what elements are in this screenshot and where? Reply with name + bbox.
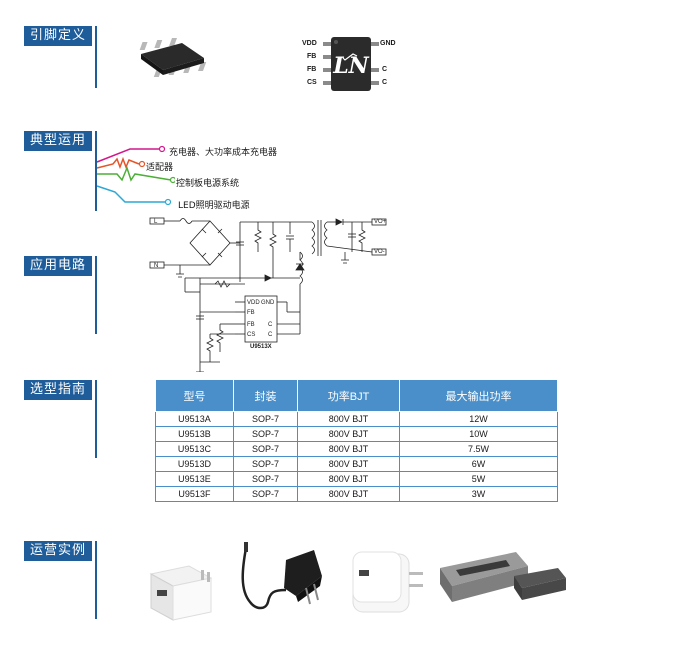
selection-table: 型号 封装 功率BJT 最大输出功率 U9513A SOP-7 800V BJT… <box>155 379 558 502</box>
circuit-n-label: N <box>154 263 158 269</box>
pin-c-label: C <box>382 79 388 86</box>
section-pin-definition: 引脚定义 <box>24 26 93 46</box>
circuit-ic-c: C <box>268 332 273 338</box>
circuit-l-label: L <box>154 219 158 225</box>
table-cell: SOP-7 <box>232 426 299 442</box>
table-cell: 800V BJT <box>297 441 401 457</box>
table-row: U9513E SOP-7 800V BJT 5W <box>155 471 558 487</box>
table-cell: U9513D <box>155 456 234 472</box>
table-cell: U9513B <box>155 426 234 442</box>
column-header: 功率BJT <box>297 379 401 412</box>
section-application-circuit: 应用电路 <box>24 256 93 276</box>
wall-adapter-image <box>241 542 322 610</box>
table-header-row: 型号 封装 功率BJT 最大输出功率 <box>155 379 558 412</box>
table-cell: 10W <box>399 426 558 442</box>
table-cell: SOP-7 <box>232 411 299 427</box>
table-cell: 800V BJT <box>297 486 401 502</box>
pin-fb-label: FB <box>307 66 317 73</box>
pin-c-label: C <box>382 66 388 73</box>
application-item: 适配器 <box>146 163 174 173</box>
circuit-ic-fb: FB <box>247 322 255 328</box>
circuit-ic-c: C <box>268 322 273 328</box>
table-row: U9513F SOP-7 800V BJT 3W <box>155 486 558 502</box>
table-cell: SOP-7 <box>232 456 299 472</box>
table-row: U9513C SOP-7 800V BJT 7.5W <box>155 441 558 457</box>
usb-power-adapter-image <box>352 551 423 613</box>
table-cell: SOP-7 <box>232 441 299 457</box>
table-cell: U9513F <box>155 486 234 502</box>
section-divider <box>95 131 97 211</box>
application-circuit-diagram: L N VO+ VO- VDD FB FB CS GND C C U9513X <box>149 217 387 372</box>
table-cell: SOP-7 <box>232 486 299 502</box>
section-divider <box>95 26 97 88</box>
table-row: U9513B SOP-7 800V BJT 10W <box>155 426 558 442</box>
column-header: 型号 <box>155 379 234 412</box>
circuit-ic-fb: FB <box>247 310 255 316</box>
pin-gnd-label: GND <box>380 40 396 47</box>
section-typical-application: 典型运用 <box>24 131 93 151</box>
table-cell: 800V BJT <box>297 456 401 472</box>
circuit-vo-plus-label: VO+ <box>374 219 387 225</box>
chip-pinout-diagram: LN <box>323 37 379 91</box>
column-header: 最大输出功率 <box>399 379 558 412</box>
circuit-chip-name: U9513X <box>250 344 272 350</box>
table-cell: U9513C <box>155 441 234 457</box>
table-cell: 12W <box>399 411 558 427</box>
table-cell: SOP-7 <box>232 471 299 487</box>
circuit-ic-cs: CS <box>247 332 255 338</box>
circuit-vo-minus-label: VO- <box>374 249 385 255</box>
column-header: 封装 <box>232 379 299 412</box>
table-cell: 800V BJT <box>297 471 401 487</box>
table-cell: 800V BJT <box>297 426 401 442</box>
circuit-ic-gnd: GND <box>261 300 275 306</box>
table-cell: 800V BJT <box>297 411 401 427</box>
pin-fb-label: FB <box>307 53 317 60</box>
table-cell: 7.5W <box>399 441 558 457</box>
application-item: 控制板电源系统 <box>176 179 240 189</box>
table-cell: 6W <box>399 456 558 472</box>
chip-package-image <box>139 38 207 77</box>
table-cell: 3W <box>399 486 558 502</box>
application-branch-lines <box>96 145 175 206</box>
circuit-ic-vdd: VDD <box>247 300 260 306</box>
section-examples: 运营实例 <box>24 541 93 561</box>
pin-cs-label: CS <box>307 79 317 86</box>
table-cell: U9513A <box>155 411 234 427</box>
section-divider <box>95 380 97 458</box>
section-selection-guide: 选型指南 <box>24 380 93 400</box>
pin-vdd-label: VDD <box>302 40 317 47</box>
battery-charger-image <box>440 552 566 602</box>
table-row: U9513A SOP-7 800V BJT 12W <box>155 411 558 427</box>
brand-logo: LN <box>332 53 369 79</box>
application-item: 充电器、大功率成本充电器 <box>169 148 278 158</box>
usb-charger-cube-image <box>149 565 213 621</box>
table-cell: 5W <box>399 471 558 487</box>
section-divider <box>95 541 97 619</box>
table-row: U9513D SOP-7 800V BJT 6W <box>155 456 558 472</box>
application-item: LED照明驱动电源 <box>178 201 250 211</box>
section-divider <box>95 256 97 334</box>
table-cell: U9513E <box>155 471 234 487</box>
